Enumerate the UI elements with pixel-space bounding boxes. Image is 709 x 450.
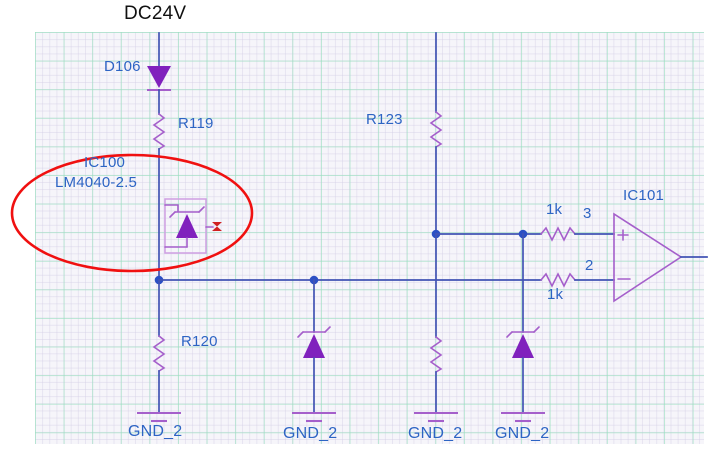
zener-diode-mid <box>297 326 331 358</box>
refdes-d106: D106 <box>104 58 141 75</box>
zener-diode-right <box>506 326 540 358</box>
refdes-ic101: IC101 <box>623 187 665 204</box>
ground-symbol-a <box>137 411 181 423</box>
ground-symbol-d <box>501 411 545 423</box>
schematic-grid <box>35 32 704 444</box>
voltage-reference-ic100 <box>164 198 222 254</box>
resistor-r123 <box>429 111 443 148</box>
ground-symbol-b <box>292 411 336 423</box>
resistor-unlabeled <box>429 336 443 373</box>
diode-d106 <box>147 66 171 92</box>
gnd-label-c: GND_2 <box>408 425 463 442</box>
value-1k-pin3: 1k <box>546 201 563 218</box>
gnd-label-d: GND_2 <box>495 425 550 442</box>
resistor-r119 <box>152 113 166 150</box>
resistor-1k-pin2 <box>540 272 576 288</box>
pin-number-3: 3 <box>583 205 592 222</box>
value-1k-pin2: 1k <box>547 286 564 303</box>
power-net-label: DC24V <box>124 3 187 24</box>
ground-symbol-c <box>414 411 458 423</box>
highlight-ellipse <box>10 153 254 273</box>
resistor-r120 <box>152 335 166 372</box>
gnd-label-b: GND_2 <box>283 425 338 442</box>
gnd-label-a: GND_2 <box>128 423 183 440</box>
refdes-ic100: IC100 <box>84 154 126 171</box>
refdes-r119: R119 <box>178 115 214 132</box>
pin-number-2: 2 <box>585 257 594 274</box>
partnumber-ic100: LM4040-2.5 <box>55 174 138 191</box>
refdes-r120: R120 <box>181 333 218 350</box>
refdes-r123: R123 <box>366 111 403 128</box>
no-connect-marker-icon <box>212 222 222 231</box>
resistor-1k-pin3 <box>540 226 576 242</box>
opamp-ic101 <box>613 212 683 303</box>
